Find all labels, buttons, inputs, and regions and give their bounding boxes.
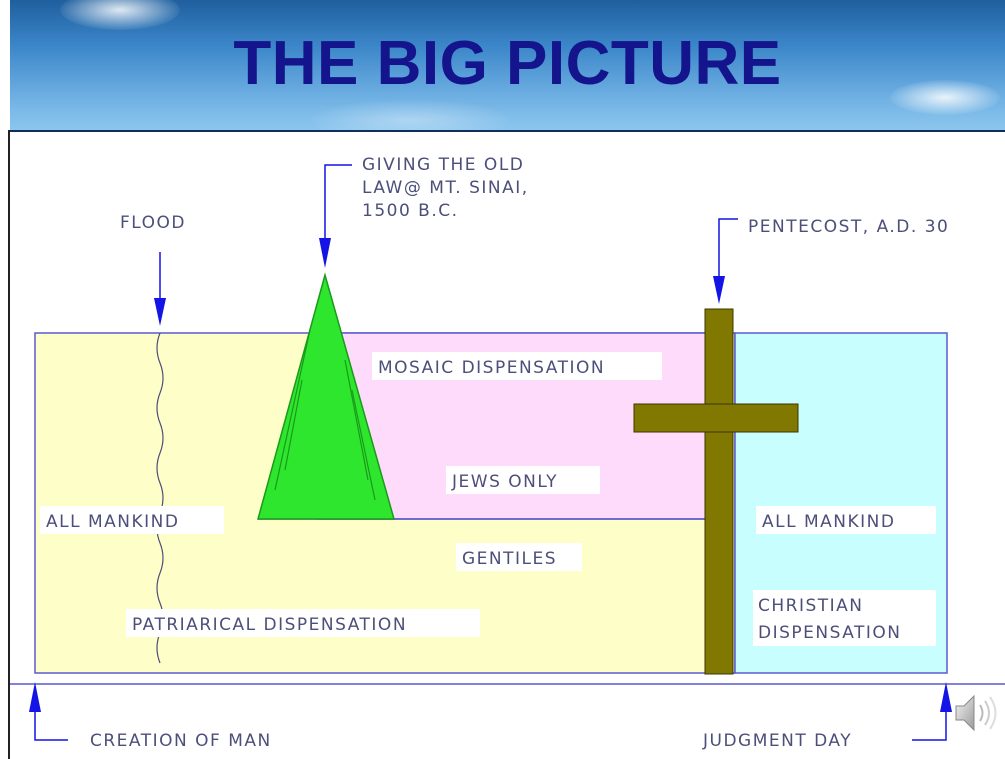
sinai-arrow-head xyxy=(319,238,331,268)
cross-vertical-beam xyxy=(704,308,734,675)
speaker-icon[interactable] xyxy=(950,688,1000,738)
all-mankind-left-label-bg xyxy=(40,506,224,534)
jews-only-label-bg xyxy=(446,466,600,494)
christian-label-line-2: DISPENSATION xyxy=(758,623,902,643)
mountain-shade-line xyxy=(274,329,311,491)
mount-sinai-triangle xyxy=(257,272,395,520)
all-mankind-right-label-bg xyxy=(756,506,936,534)
mountain-shade-line xyxy=(344,359,369,481)
sinai-leader-line xyxy=(324,164,352,240)
mountain-shade-line xyxy=(351,389,376,501)
creation-of-man-label: CREATION OF MAN xyxy=(90,731,272,751)
mosaic-label-bg xyxy=(372,352,662,380)
sinai-label-line-1: GIVING THE OLD xyxy=(362,155,524,175)
creation-arrow-head xyxy=(29,682,41,712)
mosaic-dispensation-label: MOSAIC DISPENSATION xyxy=(378,358,605,378)
christian-label-line-1: CHRISTIAN xyxy=(758,596,864,616)
sinai-label-line-2: LAW@ MT. SINAI, xyxy=(362,178,529,198)
mountain-shade-line xyxy=(284,379,303,471)
flood-label: FLOOD xyxy=(120,213,186,233)
cloud-decoration xyxy=(310,100,510,130)
pentecost-arrow-head xyxy=(713,276,725,304)
slide-border-left xyxy=(8,130,10,759)
creation-leader-line xyxy=(34,712,68,741)
all-mankind-right-label: ALL MANKIND xyxy=(762,512,895,532)
page-title: THE BIG PICTURE xyxy=(233,29,782,98)
flood-arrow-head xyxy=(154,298,166,326)
pentecost-leader-line xyxy=(718,218,738,280)
patriarical-dispensation-label: PATRIARICAL DISPENSATION xyxy=(132,615,407,635)
title-banner: THE BIG PICTURE xyxy=(10,0,1005,132)
flood-wavy-line xyxy=(156,332,164,664)
judgment-leader-line xyxy=(912,712,947,741)
gentiles-label: GENTILES xyxy=(462,549,557,569)
patriarical-label-bg xyxy=(126,609,480,637)
judgment-day-label: JUDGMENT DAY xyxy=(702,731,852,751)
pentecost-label: PENTECOST, A.D. 30 xyxy=(748,217,949,237)
sinai-label-line-3: 1500 B.C. xyxy=(362,201,459,221)
jews-only-label: JEWS ONLY xyxy=(451,472,558,492)
judgment-arrow-head xyxy=(940,682,952,712)
cross-horizontal-beam xyxy=(633,403,799,433)
all-mankind-left-label: ALL MANKIND xyxy=(46,512,179,532)
gentiles-label-bg xyxy=(456,543,582,571)
cloud-decoration xyxy=(890,80,1000,115)
christian-label-bg xyxy=(753,590,936,646)
